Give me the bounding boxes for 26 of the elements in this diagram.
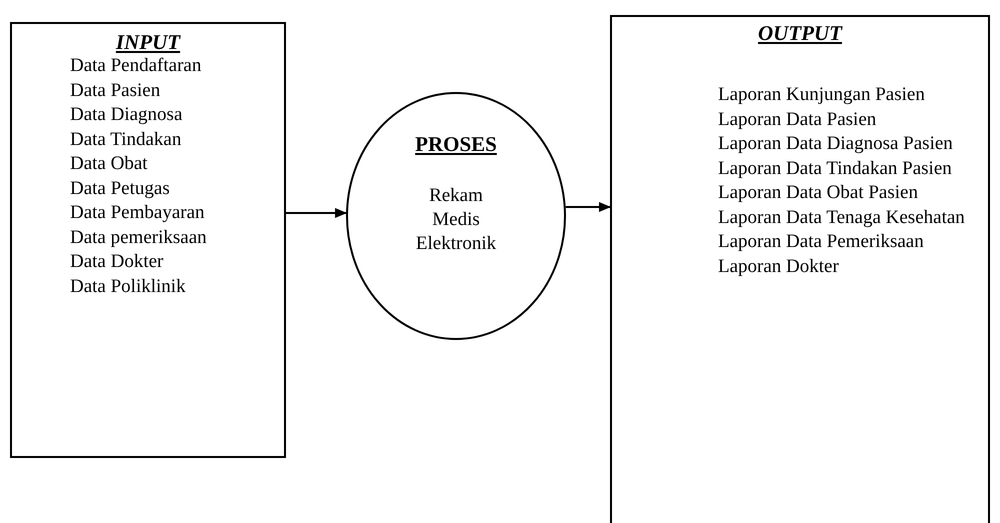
list-item: Laporan Kunjungan Pasien [718,83,926,107]
list-item: Laporan Data Tindakan Pasien [718,156,953,180]
node-text: Rekam Medis Elektronik [414,184,498,256]
list-item: Data Dokter [70,250,164,274]
node-heading: INPUT [116,30,180,54]
list-item: Data Pasien [70,78,162,102]
list-box [10,22,286,458]
list-item: Data Petugas [70,176,171,200]
list-item: Laporan Data Diagnosa Pasien [718,132,954,156]
list-item: Laporan Data Tenaga Kesehatan [718,206,966,230]
list-box [610,15,990,523]
list-item: Laporan Data Pasien [718,108,878,132]
list-item: Data Diagnosa [70,103,184,127]
list-item: Data Tindakan [70,128,182,152]
node-heading: PROSES [415,132,497,156]
list-item: Data pemeriksaan [70,226,208,250]
list-item: Data Pembayaran [70,201,206,225]
list-item: Laporan Data Pemeriksaan [718,230,925,254]
list-item: Laporan Dokter [718,254,840,278]
list-item: Laporan Data Obat Pasien [718,181,919,205]
list-item: Data Poliklinik [70,274,187,298]
list-item: Data Pendaftaran [70,54,202,78]
arrow [566,202,611,212]
node-heading: OUTPUT [758,21,842,45]
arrow [286,208,348,218]
list-item: Data Obat [70,152,149,176]
